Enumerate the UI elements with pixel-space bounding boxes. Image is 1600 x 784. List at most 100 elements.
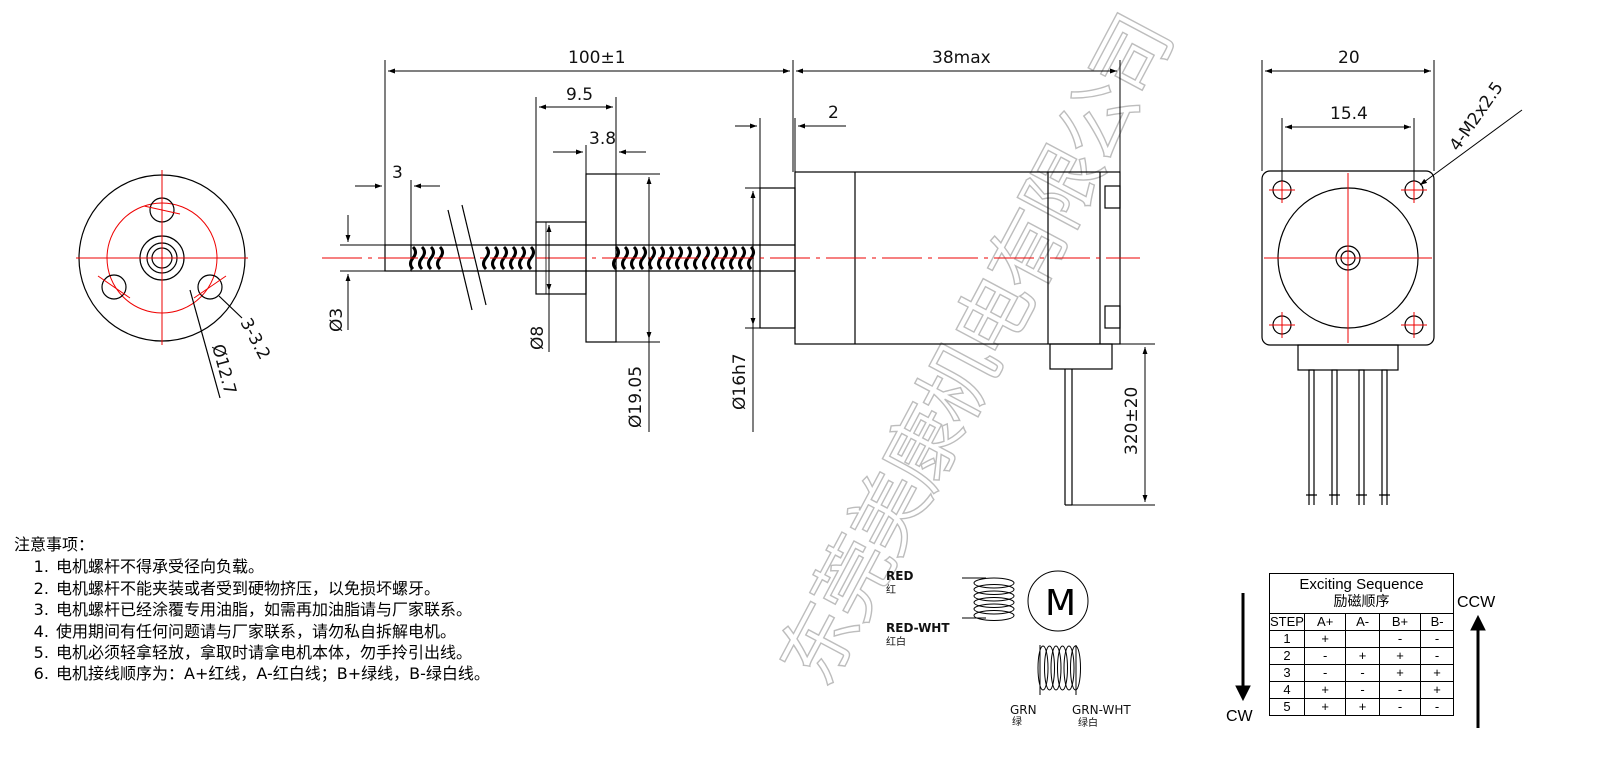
coil-loop <box>1037 645 1049 691</box>
dim-screw-dia: Ø8 <box>528 326 548 350</box>
side-view <box>322 171 1140 506</box>
wire-red-wht: RED-WHT <box>886 621 950 635</box>
coil-b <box>1037 645 1081 691</box>
table-cell: + <box>1303 698 1347 715</box>
table-row: 4+--+ <box>1270 681 1453 699</box>
table-cell: 3 <box>1270 664 1305 682</box>
wire-red-wht-cn: 红白 <box>886 635 906 648</box>
wire-red: RED <box>886 569 913 583</box>
table-cell: + <box>1303 630 1347 648</box>
table-cell: - <box>1378 681 1422 699</box>
table-cell: - <box>1303 664 1347 682</box>
dim-nut-dia: Ø19.05 <box>626 366 646 428</box>
thread-mark <box>527 245 535 271</box>
dim-total-length: 100±1 <box>568 48 626 68</box>
table-row: 5++-- <box>1270 698 1453 715</box>
table-cell: A- <box>1345 614 1380 631</box>
coil-loop <box>973 597 1015 608</box>
dim-hole-spacing: 15.4 <box>1330 104 1368 124</box>
coil-a <box>973 577 1015 621</box>
wire-red-cn: 红 <box>886 583 896 596</box>
table-row: 2-++- <box>1270 647 1453 665</box>
dim-shaft-end: 3 <box>392 163 403 183</box>
notes-list: 电机螺杆不得承受径向负载。电机螺杆不能夹装或者受到硬物挤压，以免损坏螺牙。电机螺… <box>14 556 490 684</box>
coil-loop <box>973 590 1015 602</box>
sequence-subtitle: 励磁顺序 <box>1270 593 1453 614</box>
table-cell <box>1345 630 1380 648</box>
dim-motor-length: 38max <box>932 48 991 68</box>
dim-nut-length: 9.5 <box>566 85 593 105</box>
table-cell: - <box>1378 698 1422 715</box>
wiring-diagram <box>962 570 1089 695</box>
note-item: 电机螺杆不得承受径向负载。 <box>54 556 490 577</box>
table-row: 1+ -- <box>1270 630 1453 648</box>
wire-grn-wht: GRN-WHT <box>1072 703 1131 717</box>
dim-boss-length: 2 <box>828 103 839 123</box>
dim-boss-dia: Ø16h7 <box>730 353 750 410</box>
coil-loop <box>973 603 1015 615</box>
table-cell: 4 <box>1270 681 1305 699</box>
nut-end-view <box>76 170 248 399</box>
coil-loop <box>973 610 1015 621</box>
thread-mark <box>427 245 435 271</box>
thread-mark <box>418 245 426 271</box>
dim-flange-width: 20 <box>1338 48 1360 68</box>
dim-nut-flange: 3.8 <box>589 129 616 149</box>
ccw-label: CCW <box>1457 594 1496 611</box>
table-cell: + <box>1345 698 1380 715</box>
table-cell: + <box>1303 681 1347 699</box>
thread-mark <box>639 245 647 271</box>
coil-loop <box>1050 645 1062 691</box>
motor-end-view <box>1261 170 1435 505</box>
table-cell: - <box>1378 630 1422 648</box>
table-row: 3--++ <box>1270 664 1453 682</box>
dim-nut-holes: 3-3.2 <box>236 315 274 363</box>
dim-lead-length: 320±20 <box>1122 387 1142 455</box>
note-item: 电机接线顺序为：A+红线，A-红白线；B+绿线，B-绿白线。 <box>54 663 490 684</box>
thread-mark <box>482 245 490 271</box>
table-cell: B+ <box>1378 614 1422 631</box>
coil-loop <box>973 584 1015 595</box>
note-item: 电机螺杆不能夹装或者受到硬物挤压，以免损坏螺牙。 <box>54 578 490 599</box>
table-cell: + <box>1420 664 1453 682</box>
table-cell: + <box>1378 664 1422 682</box>
table-cell: + <box>1378 647 1422 665</box>
coil-loop <box>1044 645 1055 691</box>
table-cell: + <box>1345 647 1380 665</box>
table-cell: - <box>1420 630 1453 648</box>
table-cell: A+ <box>1303 614 1347 631</box>
note-item: 电机必须轻拿轻放，拿取时请拿电机本体，勿手拎引出线。 <box>54 642 490 663</box>
notes-section: 注意事项： 电机螺杆不得承受径向负载。电机螺杆不能夹装或者受到硬物挤压，以免损坏… <box>14 534 490 685</box>
table-cell: 5 <box>1270 698 1305 715</box>
notes-heading: 注意事项： <box>14 535 95 554</box>
table-cell: B- <box>1420 614 1453 631</box>
cw-label: CW <box>1226 708 1253 725</box>
table-cell: 2 <box>1270 647 1305 665</box>
table-cell: - <box>1345 664 1380 682</box>
wire-grn-wht-cn: 绿白 <box>1078 716 1098 729</box>
coil-loop <box>1063 645 1075 691</box>
table-cell: STEP <box>1270 614 1305 631</box>
motor-symbol: M <box>1045 583 1076 624</box>
wire-grn: GRN <box>1010 703 1037 717</box>
note-item: 使用期间有任何问题请与厂家联系，请勿私自拆解电机。 <box>54 621 490 642</box>
dim-shaft-dia: Ø3 <box>327 308 347 332</box>
table-cell: + <box>1420 681 1453 699</box>
table-cell: 1 <box>1270 630 1305 648</box>
wire-grn-cn: 绿 <box>1012 715 1022 728</box>
note-item: 电机螺杆已经涂覆专用油脂，如需再加油脂请与厂家联系。 <box>54 599 490 620</box>
table-cell: - <box>1345 681 1380 699</box>
table-cell: - <box>1303 647 1347 665</box>
table-cell: - <box>1420 698 1453 715</box>
table-cell: - <box>1420 647 1453 665</box>
dimension-lines <box>340 60 1155 506</box>
sequence-title: Exciting Sequence <box>1299 576 1424 593</box>
direction-arrows <box>1235 593 1486 728</box>
coil-loop <box>1057 645 1068 691</box>
end-view-dimensions <box>1261 60 1523 186</box>
coil-loop <box>973 577 1015 589</box>
